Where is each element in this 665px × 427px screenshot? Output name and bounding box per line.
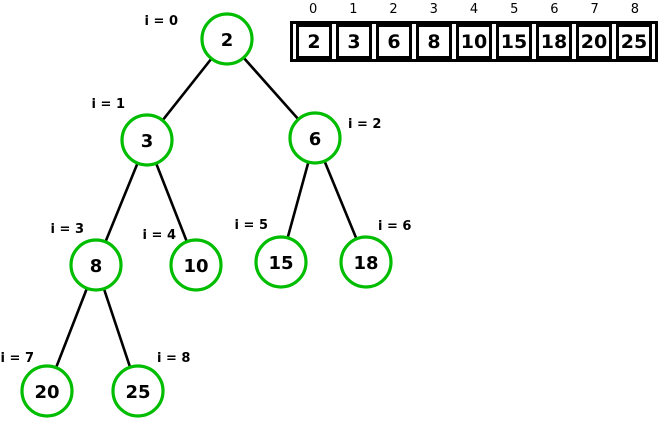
tree-node-circle-2: [288, 111, 342, 165]
array-index: 2: [389, 2, 398, 17]
array-index: 8: [630, 2, 639, 17]
tree-node-circle-3: [69, 238, 123, 292]
tree-index-label-7: i = 7: [1, 351, 34, 366]
array-index: 6: [550, 2, 559, 17]
tree-node-value-4: 10: [183, 256, 208, 277]
array-cell: 18: [536, 24, 572, 59]
array-index: 0: [308, 2, 318, 17]
tree-node-value-2: 6: [309, 129, 322, 150]
tree-node-value-0: 2: [221, 30, 234, 51]
tree-node-circle-1: [120, 113, 174, 167]
tree-index-label-6: i = 6: [378, 219, 411, 234]
array-cell: 3: [336, 24, 372, 59]
array-index: 4: [469, 2, 479, 17]
tree-node-circle-8: [111, 364, 165, 418]
tree-index-label-5: i = 5: [235, 218, 268, 233]
array-cell: 6: [376, 24, 412, 59]
array-cell: 8: [416, 24, 452, 59]
array-cell: 15: [496, 24, 532, 59]
tree-node-circle-4: [169, 238, 223, 292]
tree-node-value-6: 18: [353, 253, 378, 274]
tree-node-circle-6: [339, 235, 393, 289]
array-index: 3: [429, 2, 438, 17]
tree-node-circle-5: [254, 235, 308, 289]
tree-node-value-8: 25: [125, 382, 150, 403]
tree-node-value-7: 20: [34, 382, 59, 403]
tree-node-value-3: 8: [90, 256, 103, 277]
array-index: 7: [590, 2, 599, 17]
array-cell: 10: [456, 24, 492, 59]
tree-node-circle-7: [20, 364, 74, 418]
array-index: 1: [349, 2, 358, 17]
tree-node-circle-0: [200, 12, 254, 66]
array-representation: 2 3 6 8 10 15 18 20 25: [290, 21, 658, 62]
array-cell: 2: [296, 24, 332, 59]
tree-index-label-1: i = 1: [92, 97, 125, 112]
tree-index-label-2: i = 2: [348, 117, 381, 132]
tree-index-label-8: i = 8: [157, 351, 190, 366]
array-index-row: 0 1 2 3 4 5 6 7 8: [290, 2, 658, 17]
array-cell: 20: [576, 24, 612, 59]
tree-node-value-5: 15: [268, 253, 293, 274]
tree-node-value-1: 3: [141, 131, 154, 152]
array-index: 5: [510, 2, 519, 17]
tree-index-label-0: i = 0: [145, 14, 178, 29]
tree-index-label-3: i = 3: [51, 222, 84, 237]
tree-index-label-4: i = 4: [143, 228, 176, 243]
array-cell: 25: [616, 24, 652, 59]
